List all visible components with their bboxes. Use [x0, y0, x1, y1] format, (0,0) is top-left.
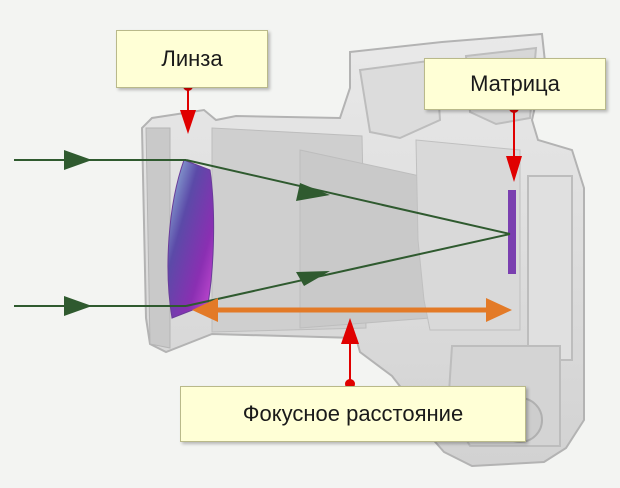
focal-length-arrow [192, 298, 512, 322]
refracted-ray-bottom [185, 233, 511, 307]
light-rays [14, 159, 511, 307]
ray-arrow-icon [64, 296, 92, 316]
focal-length-label: Фокусное расстояние [180, 386, 526, 442]
image-sensor-icon [508, 190, 516, 274]
arrow-right-icon [486, 298, 512, 322]
refracted-ray-top [185, 159, 511, 235]
ray-arrow-icon [64, 150, 92, 170]
ray-direction-arrows [64, 150, 330, 316]
ray-arrow-icon [296, 271, 330, 286]
ray-arrow-icon [296, 183, 330, 201]
lens-label: Линза [116, 30, 268, 88]
lens-element-icon [167, 159, 215, 319]
arrow-left-icon [192, 298, 218, 322]
sensor-label: Матрица [424, 58, 606, 110]
